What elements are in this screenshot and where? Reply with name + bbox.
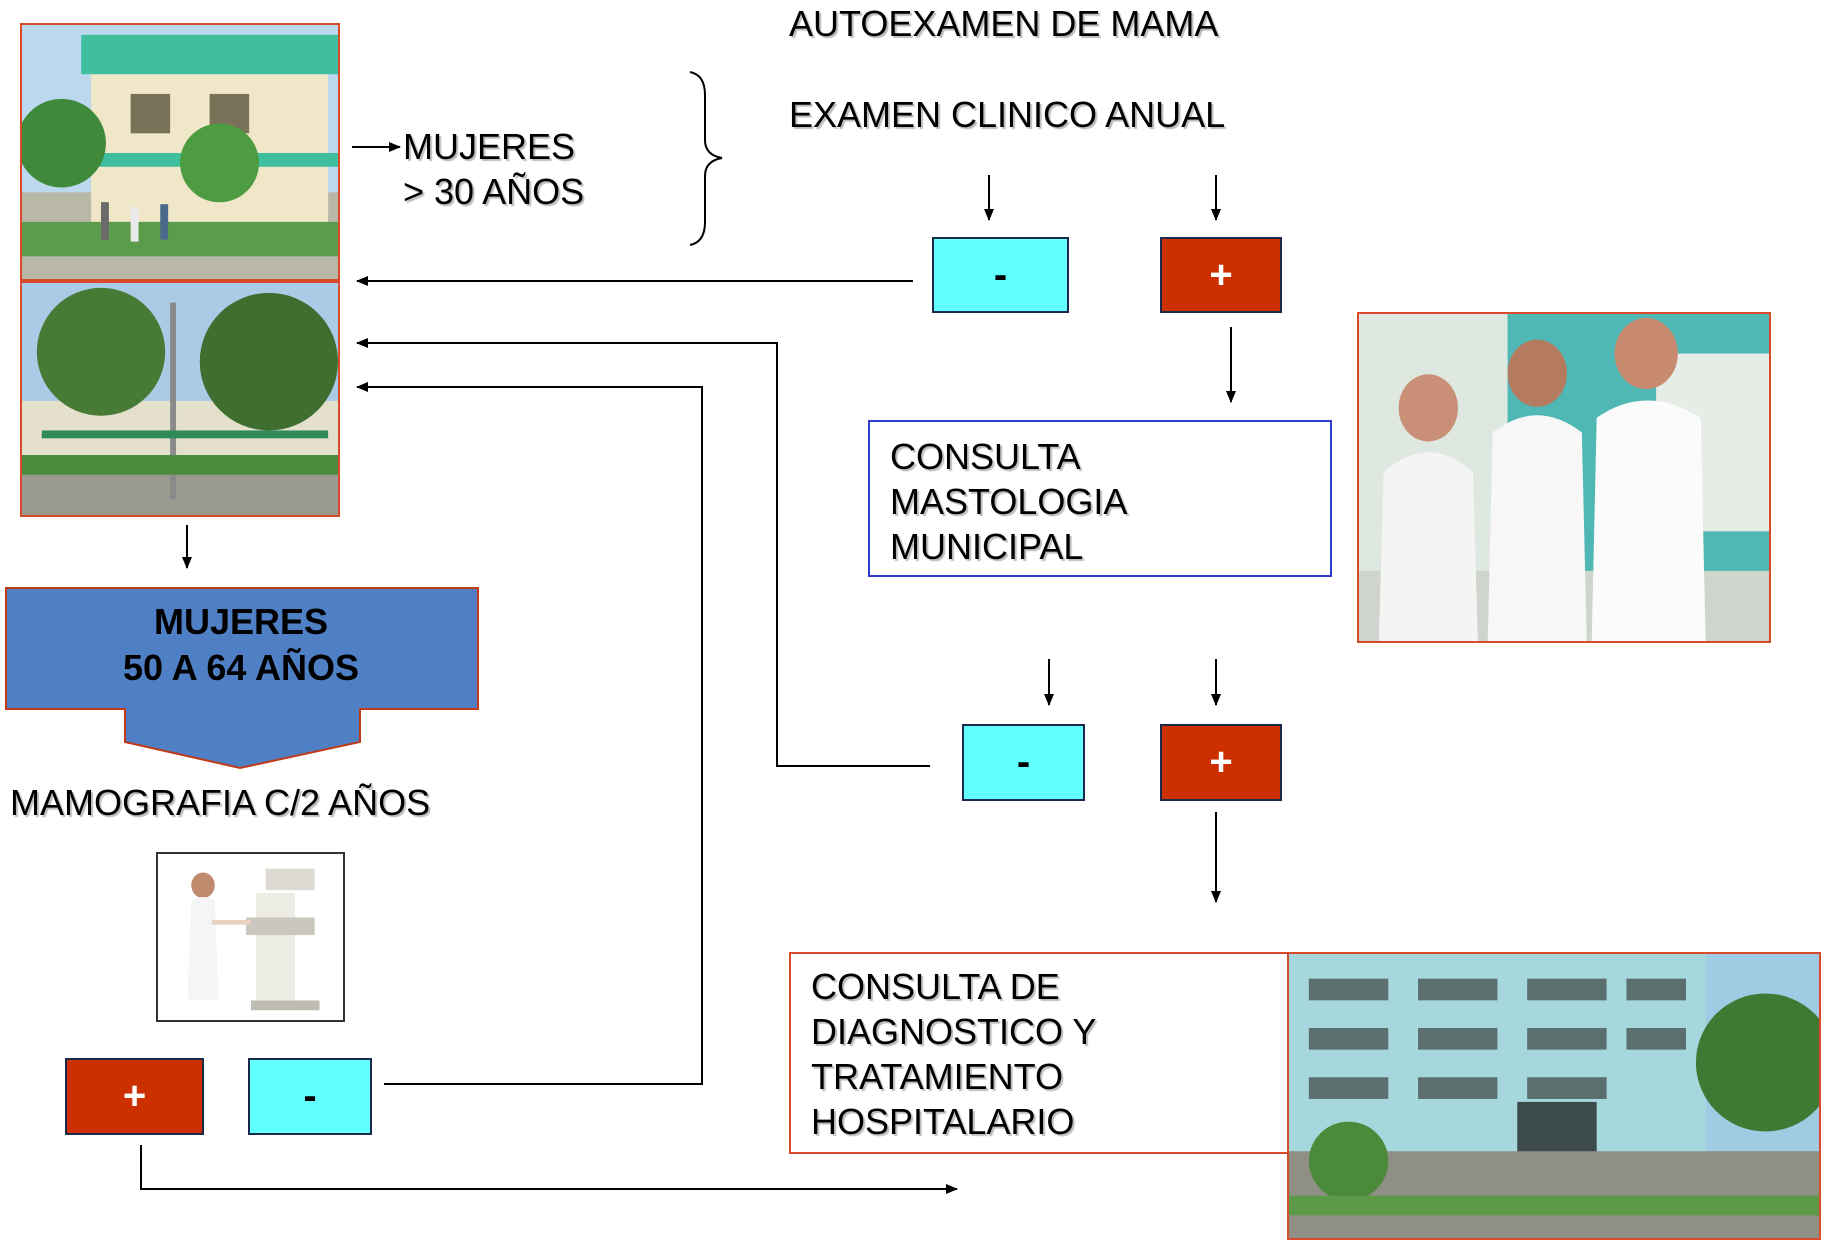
autoexamen-label: AUTOEXAMEN DE MAMA — [789, 3, 1219, 44]
polyclinic-building-photo — [20, 23, 340, 281]
clinical-exam-negative: - — [932, 237, 1069, 313]
mammography-machine-photo — [156, 852, 345, 1022]
mastology-positive: + — [1160, 724, 1282, 801]
polyclinic-street-photo — [20, 281, 340, 517]
examen-clinico-label: EXAMEN CLINICO ANUAL — [789, 94, 1226, 135]
women-over-30-line1: MUJERES — [403, 126, 576, 167]
hospital-photo — [1287, 952, 1821, 1240]
clinical-exam-positive: + — [1160, 237, 1282, 313]
women-50-64-block-arrow — [5, 587, 479, 770]
consulta-hospital-box: CONSULTA DE DIAGNOSTICO Y TRATAMIENTO HO… — [789, 952, 1294, 1154]
mamografia-label: MAMOGRAFIA C/2 AÑOS — [10, 782, 431, 823]
consulta-mastologia-line1: CONSULTA — [890, 436, 1081, 477]
women-over-30-line2: > 30 AÑOS — [403, 171, 585, 212]
consulta-hospital-line1: CONSULTA DE — [811, 966, 1060, 1007]
doctors-photo — [1357, 312, 1771, 643]
consulta-hospital-line3: TRATAMIENTO — [811, 1056, 1063, 1097]
mastology-negative: - — [962, 724, 1085, 801]
consulta-hospital-line2: DIAGNOSTICO Y — [811, 1011, 1097, 1052]
women-50-64-line1: MUJERES — [153, 601, 329, 642]
consulta-hospital-line4: HOSPITALARIO — [811, 1101, 1075, 1142]
consulta-mastologia-box: CONSULTA MASTOLOGIA MUNICIPAL — [868, 420, 1332, 577]
mammography-positive: + — [65, 1058, 204, 1135]
consulta-mastologia-line2: MASTOLOGIA — [890, 481, 1128, 522]
women-50-64-line2: 50 A 64 AÑOS — [122, 647, 360, 688]
consulta-mastologia-line3: MUNICIPAL — [890, 526, 1084, 567]
mammography-negative: - — [248, 1058, 372, 1135]
